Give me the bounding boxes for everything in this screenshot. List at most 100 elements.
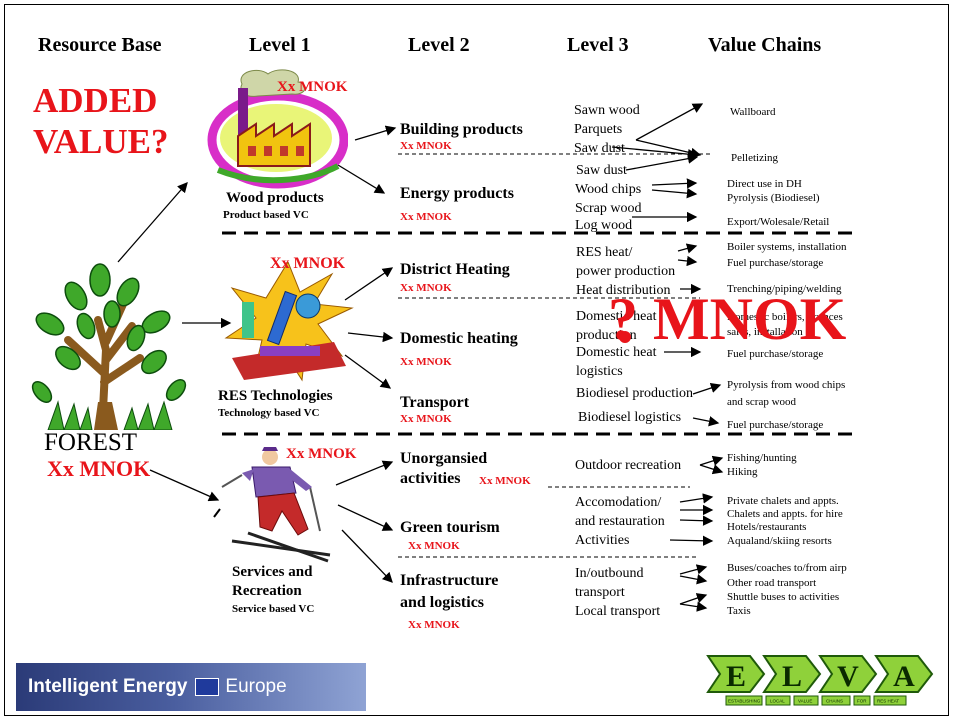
value-chain-item: Fuel purchase/storage	[727, 419, 824, 431]
factory-illustration	[207, 69, 348, 189]
header-value-chains: Value Chains	[708, 34, 822, 56]
level3-item: Biodiesel logistics	[578, 410, 682, 425]
elva-tagline-word: VALUE	[798, 699, 812, 704]
level3-item: Log wood	[575, 218, 633, 233]
value-chain-item: Shuttle buses to activities	[727, 591, 840, 603]
forest-mnok: Xx MNOK	[47, 456, 151, 481]
level2-infra-2: and logistics	[400, 594, 485, 611]
res-tech-subtitle: Technology based VC	[218, 407, 320, 419]
services-mnok: Xx MNOK	[286, 446, 357, 462]
value-chain-item: Pyrolysis (Biodiesel)	[727, 192, 820, 204]
elva-logo: E L V A ESTABLISHING LOCAL VALUE CHAINS …	[706, 655, 934, 706]
microscope-illustration	[224, 262, 354, 382]
skier-illustration	[213, 447, 331, 563]
value-chain-item: Taxis	[727, 605, 751, 617]
level3-item: Saw dust	[574, 141, 625, 156]
level3-item: logistics	[576, 364, 623, 379]
red-dot	[619, 331, 631, 343]
value-chain-item: Fuel purchase/storage	[727, 348, 824, 360]
level2-domestic-mnok: Xx MNOK	[400, 356, 452, 368]
value-chain-item: Other road transport	[727, 577, 817, 589]
level2-energy-mnok: Xx MNOK	[400, 211, 452, 223]
elva-letter: V	[837, 660, 859, 693]
level2-district-heating: District Heating	[400, 261, 510, 278]
level3-item: Outdoor recreation	[575, 458, 682, 473]
level2-infra-1: Infrastructure	[400, 572, 499, 589]
level3-item: Biodiesel production	[576, 386, 694, 401]
elva-letter: E	[726, 660, 746, 693]
elva-chevron	[762, 655, 822, 693]
elva-letter: L	[782, 660, 802, 693]
level2-infra-mnok: Xx MNOK	[408, 619, 460, 631]
elva-tagline-word: LOCAL	[770, 699, 785, 704]
level3-item: In/outbound	[575, 566, 644, 581]
value-chain-item: and scrap wood	[727, 396, 797, 408]
value-chain-item: Aqualand/skiing resorts	[727, 535, 832, 547]
level2-green-tourism: Green tourism	[400, 519, 500, 536]
elva-tagline-word: ESTABLISHING	[728, 699, 761, 704]
level3-item: Saw dust	[576, 163, 627, 178]
value-chain-item: Direct use in DH	[727, 178, 802, 190]
level2-unorganised-1: Unorgansied	[400, 450, 488, 467]
europe-text: Europe	[225, 676, 287, 697]
level3-item: Domestic heat	[576, 309, 657, 324]
header-level1: Level 1	[249, 34, 311, 56]
elva-chevron	[706, 655, 766, 693]
level2-energy-products: Energy products	[400, 185, 514, 202]
wood-products-subtitle: Product based VC	[223, 209, 309, 221]
level3-item: RES heat/	[576, 245, 633, 260]
header-level2: Level 2	[408, 34, 470, 56]
level3-item: Parquets	[574, 122, 623, 137]
level3-item: transport	[575, 585, 625, 600]
elva-chevron	[874, 655, 934, 693]
header-level3: Level 3	[567, 34, 629, 56]
wood-products-mnok: Xx MNOK	[277, 79, 348, 95]
level3-item: Local transport	[575, 604, 661, 619]
value-chain-item: Pyrolysis from wood chips	[727, 379, 846, 391]
level3-item: Scrap wood	[575, 201, 642, 216]
level2-transport-mnok: Xx MNOK	[400, 413, 452, 425]
level2-unorganised-2: activities	[400, 470, 461, 487]
value-chain-item: sales, installation	[727, 326, 803, 338]
value-chain-item: Buses/coaches to/from airp	[727, 562, 847, 574]
value-chain-item: Hotels/restaurants	[727, 521, 807, 533]
intelligent-energy-logo: Intelligent Energy Europe	[16, 663, 366, 711]
level2-building-mnok: Xx MNOK	[400, 140, 452, 152]
big-mnok-overlay: ? MNOK	[608, 286, 847, 352]
level3-item: Accomodation/	[575, 495, 662, 510]
value-chain-item: Boiler systems, installation	[727, 241, 847, 253]
elva-tagline-word: FOR	[857, 699, 867, 704]
added-value-line1: ADDED	[33, 81, 158, 120]
value-chain-item: Wallboard	[730, 106, 776, 118]
level3-item: Domestic heat	[576, 345, 657, 360]
eu-flag-icon	[195, 678, 220, 696]
value-chain-item: Pelletizing	[731, 152, 779, 164]
level3-item: Heat distribution	[576, 283, 671, 298]
level2-domestic-heating: Domestic heating	[400, 330, 518, 347]
value-chain-item: Chalets and appts. for hire	[727, 508, 843, 520]
value-chain-item: Fishing/hunting	[727, 452, 797, 464]
value-chain-item: Trenching/piping/welding	[727, 283, 842, 295]
level3-item: and restauration	[575, 514, 665, 529]
level2-unorganised-mnok: Xx MNOK	[479, 475, 531, 487]
services-title-1: Services and	[232, 564, 313, 580]
elva-tagline-word: CHAINS	[826, 699, 843, 704]
value-chain-item: Hiking	[727, 466, 758, 478]
intelligent-energy-text: Intelligent Energy	[28, 676, 188, 697]
elva-tagline-word: RES HEAT	[877, 699, 899, 704]
elva-letter: A	[893, 660, 915, 693]
value-chain-item: Domestic boilers, licences	[727, 311, 843, 323]
level2-transport: Transport	[400, 394, 470, 411]
value-chain-item: Export/Wolesale/Retail	[727, 216, 830, 228]
res-tech-mnok: Xx MNOK	[270, 255, 346, 272]
elva-chevron	[818, 655, 878, 693]
level3-item: Wood chips	[575, 182, 642, 197]
services-title-2: Recreation	[232, 583, 302, 599]
forest-label: FOREST	[44, 429, 138, 456]
tree-illustration	[31, 263, 187, 430]
value-chain-item: Private chalets and appts.	[727, 495, 839, 507]
value-chain-item: Fuel purchase/storage	[727, 257, 824, 269]
level2-building-products: Building products	[400, 121, 523, 138]
